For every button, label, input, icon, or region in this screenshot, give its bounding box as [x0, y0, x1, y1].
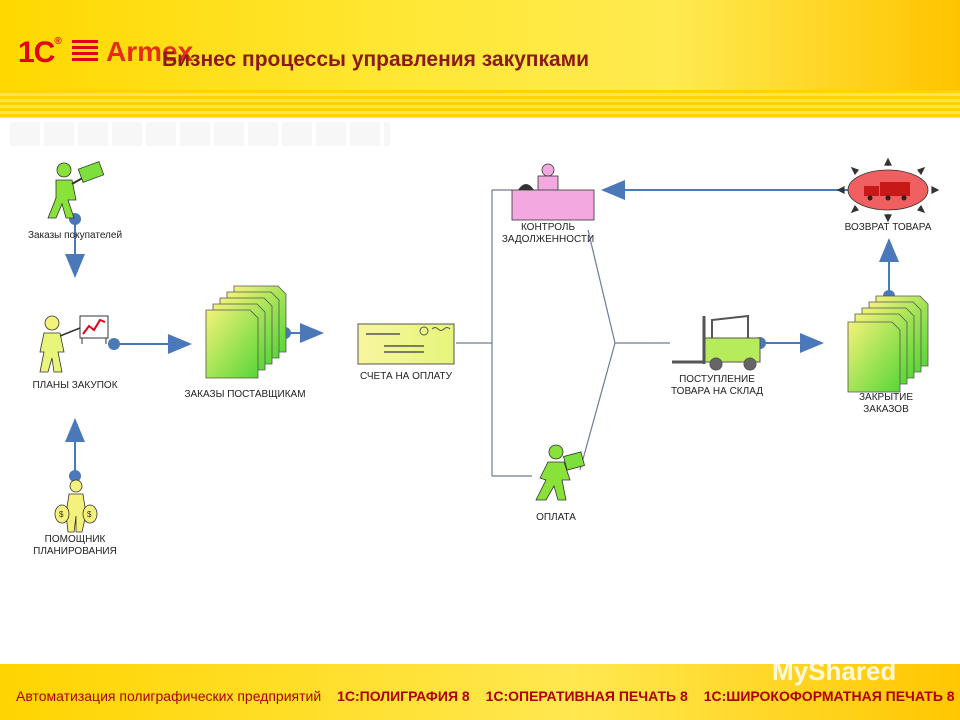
label-goods-receipt-line2: ТОВАРА НА СКЛАД: [671, 386, 763, 397]
label-goods-receipt-line1: ПОСТУПЛЕНИЕ: [679, 374, 755, 385]
label-order-closing-line2: ЗАКАЗОВ: [863, 404, 909, 415]
logo-armex: Armex: [106, 36, 194, 67]
footer-bar: [0, 664, 960, 720]
logo-1c-stripes: [72, 40, 98, 64]
label-planning-assistant-line1: ПОМОЩНИК: [44, 534, 106, 545]
label-purchase-plans: ПЛАНЫ ЗАКУПОК: [32, 380, 118, 391]
branch-lines: [456, 189, 670, 477]
svg-text:$: $: [59, 510, 64, 519]
connector-dots: [69, 213, 895, 482]
label-customer-orders: Заказы покупателей: [27, 230, 123, 241]
label-goods-receipt: ПОСТУПЛЕНИЕ ТОВАРА НА СКЛАД: [652, 374, 782, 398]
label-order-closing-line1: ЗАКРЫТИЕ: [858, 392, 914, 403]
faint-background-strip: [10, 122, 390, 146]
order-closing-documents-icon: [847, 295, 929, 393]
invoice-envelope-icon: [357, 323, 455, 365]
debt-control-desk-icon: [511, 163, 595, 221]
label-invoices: СЧЕТА НА ОПЛАТУ: [360, 371, 452, 382]
label-debt-control-line2: ЗАДОЛЖЕННОСТИ: [501, 234, 595, 245]
label-planning-assistant-line2: ПЛАНИРОВАНИЯ: [33, 546, 117, 557]
planner-figure-icon: [39, 315, 109, 373]
customer-figure-icon: [47, 161, 105, 219]
money-bags-figure-icon: $ $: [54, 479, 98, 533]
label-debt-control: КОНТРОЛЬ ЗАДОЛЖЕННОСТИ: [488, 222, 608, 246]
supplier-orders-documents-icon: [205, 285, 287, 379]
footer-product-1: 1С:ПОЛИГРАФИЯ 8: [337, 688, 470, 704]
flow-arrows: [65, 180, 899, 476]
logo-1c: 1С®: [18, 36, 62, 69]
header-stripe: [0, 90, 960, 118]
watermark: MyShared: [772, 656, 897, 686]
svg-text:$: $: [87, 510, 92, 519]
return-truck-icon: [836, 157, 940, 223]
label-supplier-orders: ЗАКАЗЫ ПОСТАВЩИКАМ: [184, 389, 306, 400]
payment-courier-icon: [535, 444, 585, 501]
page-title: Бизнес процессы управления закупками: [162, 48, 590, 71]
label-goods-return: ВОЗВРАТ ТОВАРА: [844, 222, 932, 233]
label-debt-control-line1: КОНТРОЛЬ: [520, 222, 576, 233]
footer-lead: Автоматизация полиграфических предприяти…: [16, 688, 322, 704]
footer-product-3: 1С:ШИРОКОФОРМАТНАЯ ПЕЧАТЬ 8: [703, 688, 955, 704]
forklift-icon: [672, 314, 761, 371]
label-payment: ОПЛАТА: [536, 512, 576, 523]
footer-product-2: 1С:ОПЕРАТИВНАЯ ПЕЧАТЬ 8: [485, 688, 688, 704]
footer-text: Автоматизация полиграфических предприяти…: [16, 688, 955, 704]
label-order-closing: ЗАКРЫТИЕ ЗАКАЗОВ: [826, 392, 946, 416]
label-planning-assistant: ПОМОЩНИК ПЛАНИРОВАНИЯ: [10, 534, 140, 558]
